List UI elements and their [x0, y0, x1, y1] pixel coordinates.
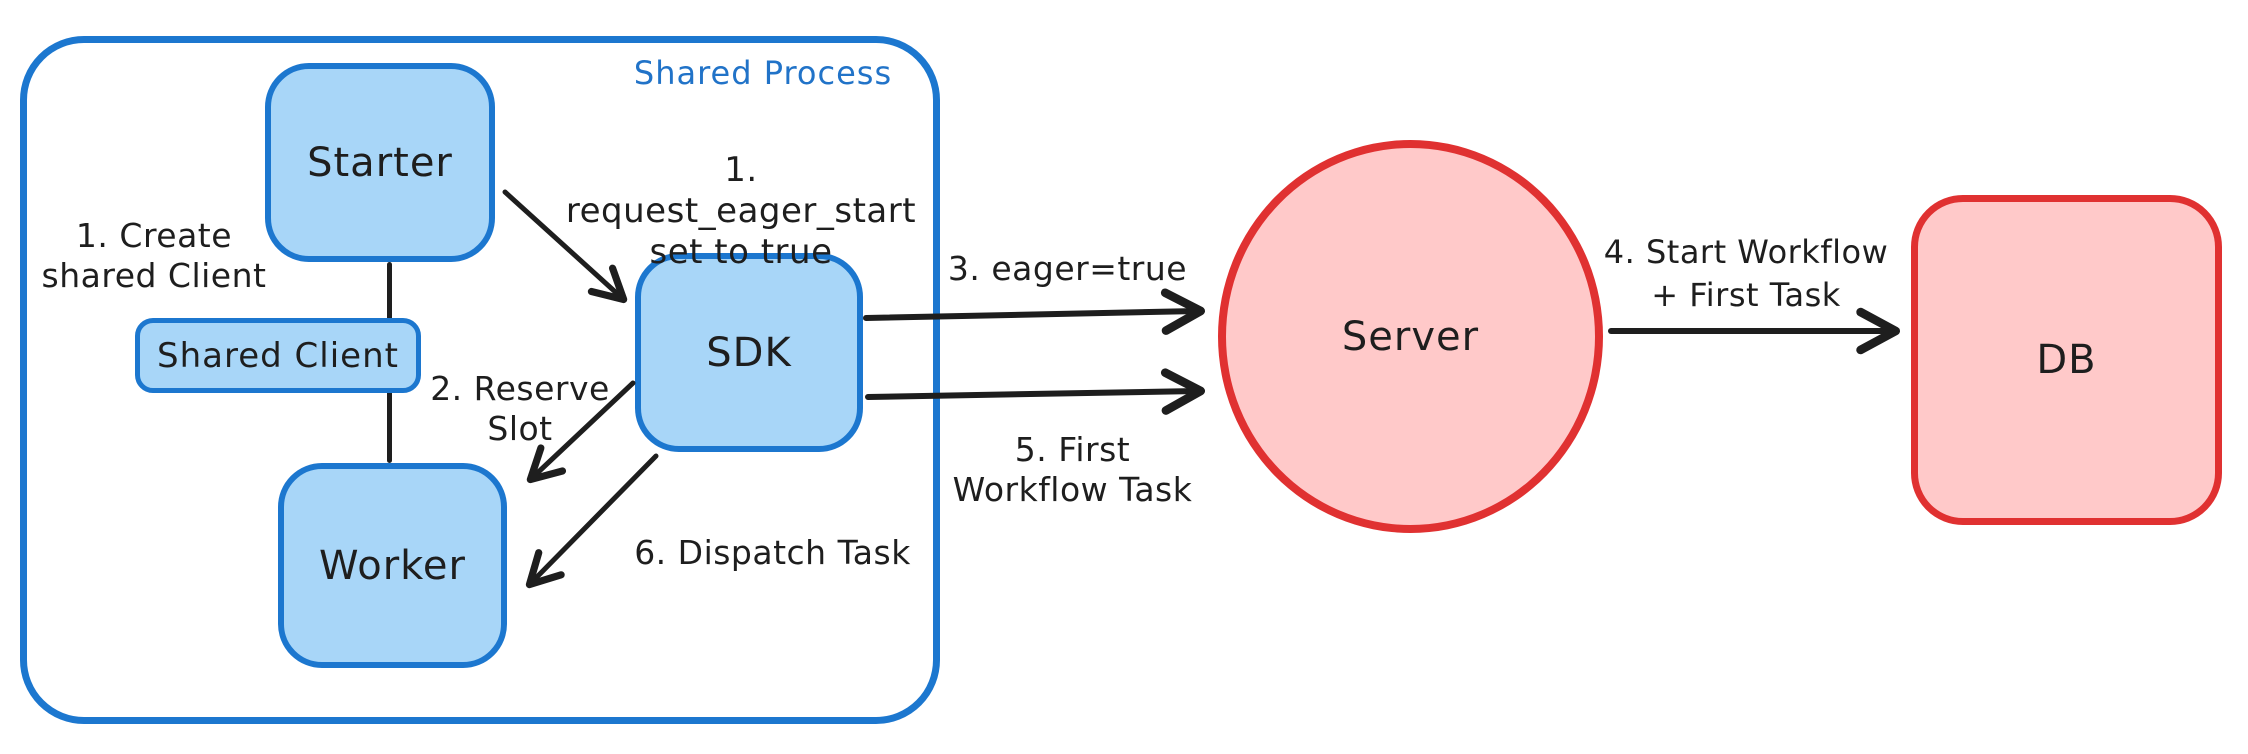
label-create-shared-client: 1. Create shared Client	[41, 216, 267, 295]
label-first-workflow-task: 5. First Workflow Task	[952, 430, 1193, 509]
node-server-label: Server	[1341, 313, 1480, 360]
label-dispatch-task: 6. Dispatch Task	[634, 533, 911, 572]
node-shared-client-label: Shared Client	[157, 335, 399, 376]
node-sdk: SDK	[635, 253, 863, 452]
label-reserve-slot: 2. Reserve Slot	[430, 369, 610, 448]
node-starter: Starter	[265, 63, 495, 262]
node-worker: Worker	[278, 463, 507, 668]
label-start-workflow: 4. Start Workflow + First Task	[1603, 233, 1889, 314]
node-sdk-label: SDK	[706, 329, 792, 376]
shared-process-label: Shared Process	[633, 54, 893, 92]
shared-process-container	[20, 36, 940, 724]
node-db-label: DB	[2036, 337, 2097, 383]
node-starter-label: Starter	[307, 139, 453, 186]
node-shared-client: Shared Client	[135, 318, 421, 393]
label-eager-true: 3. eager=true	[947, 249, 1188, 288]
node-worker-label: Worker	[319, 542, 466, 589]
node-db: DB	[1911, 195, 2222, 525]
node-server: Server	[1218, 140, 1603, 533]
label-request-eager-start: 1. request_eager_start set to true	[565, 150, 917, 272]
